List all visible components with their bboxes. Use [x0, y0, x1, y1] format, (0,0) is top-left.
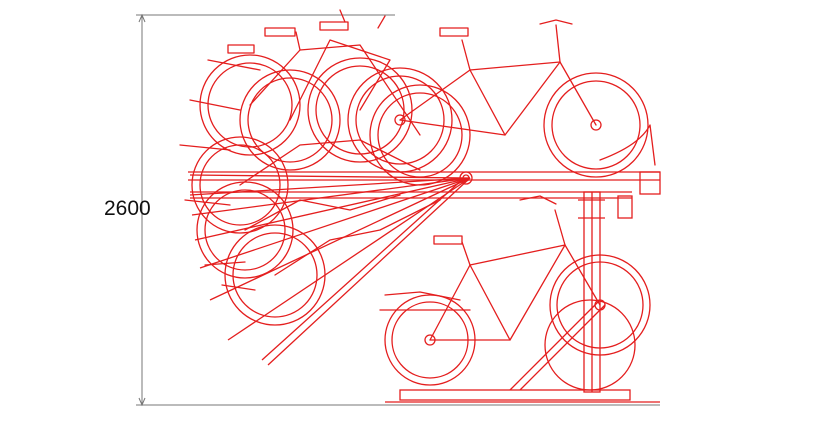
height-dimension-line: [136, 13, 660, 407]
base-frame: [385, 299, 660, 403]
upper-tier-rail: [188, 171, 661, 219]
lower-bike: [379, 195, 651, 391]
upper-bikes-tilted: [179, 9, 471, 326]
support-column: [578, 191, 605, 393]
upper-bike-parked: [347, 19, 656, 178]
height-dimension-label: 2600: [104, 197, 151, 220]
